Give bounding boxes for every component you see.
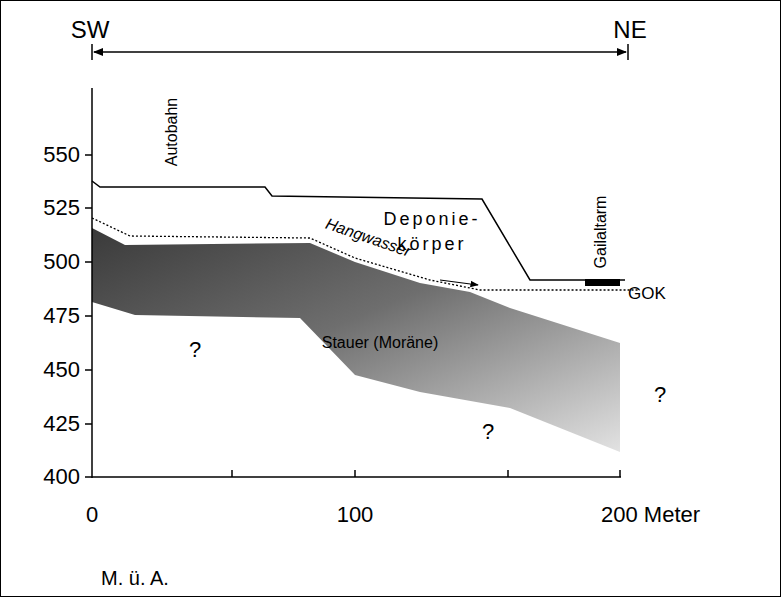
moraine-band — [92, 228, 620, 452]
ground-surface — [92, 181, 625, 280]
axis-value: 550 — [43, 142, 80, 167]
unknown-mark: ? — [654, 382, 666, 407]
axis-value: 425 — [43, 411, 80, 436]
surface-label: GOK — [628, 284, 666, 304]
flow-arrow — [440, 280, 478, 285]
direction-tick — [627, 44, 629, 60]
unknown-mark: ? — [189, 337, 201, 362]
direction-label: NE — [613, 16, 646, 44]
axis-value: 200 Meter — [601, 502, 700, 527]
y-ticks — [85, 155, 92, 477]
river-label: Gailaltarm — [592, 196, 610, 269]
unknown-mark: ? — [482, 419, 494, 444]
axis-value: 450 — [43, 357, 80, 382]
place-label: Autobahn — [163, 98, 181, 167]
x-axis — [92, 476, 621, 478]
direction-label: SW — [71, 16, 110, 44]
direction-tick — [91, 44, 93, 60]
axis-value: 475 — [43, 303, 80, 328]
y-axis — [91, 88, 93, 478]
axis-unit: M. ü. A. — [101, 567, 169, 590]
axis-value: 100 — [337, 502, 374, 527]
axis-value: 525 — [43, 195, 80, 220]
x-ticks — [232, 470, 620, 477]
layer-label: Stauer (Moräne) — [322, 334, 439, 352]
axis-value: 500 — [43, 249, 80, 274]
axis-value: 400 — [43, 464, 80, 489]
river-bar — [585, 279, 620, 286]
axis-value: 0 — [86, 502, 98, 527]
direction-arrow — [94, 51, 626, 53]
